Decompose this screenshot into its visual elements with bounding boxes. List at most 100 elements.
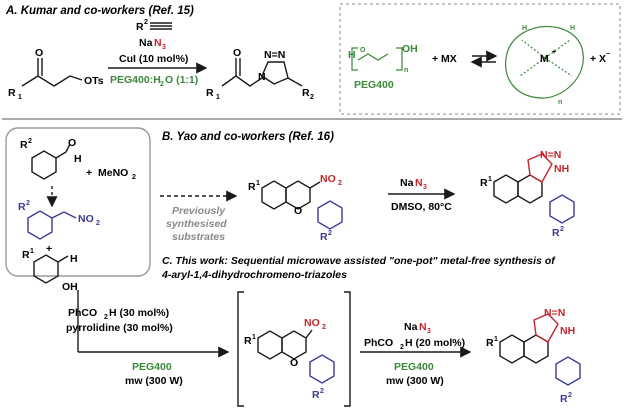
peg400-structure: H O n OH PEG400 (348, 43, 418, 91)
svg-text:synthesised: synthesised (166, 218, 227, 230)
svg-text:R: R (480, 177, 488, 189)
panel-a-nan3-na: Na (139, 37, 153, 49)
right-bracket (344, 291, 351, 407)
svg-text:2: 2 (28, 138, 32, 145)
svg-text:substrates: substrates (172, 231, 225, 243)
svg-text:+: + (86, 167, 92, 179)
svg-text:−: − (606, 51, 610, 58)
svg-text:H (30 mol%): H (30 mol%) (109, 307, 169, 319)
svg-text:2: 2 (400, 344, 404, 351)
svg-text:R: R (20, 139, 28, 151)
nitromethane-label: MeNO (98, 167, 128, 179)
svg-text:OH: OH (62, 281, 78, 293)
svg-text:2: 2 (96, 220, 100, 227)
start-r1-label: R (8, 87, 16, 99)
svg-text:OH: OH (402, 43, 418, 55)
panel-b-triazole-product: N=N NH R 1 R 2 (480, 149, 575, 239)
svg-text:N: N (415, 177, 423, 189)
svg-text:PEG400: PEG400 (394, 361, 434, 373)
svg-text:+: + (552, 49, 556, 56)
svg-text:mw (300 W): mw (300 W) (125, 375, 183, 387)
svg-text:2: 2 (26, 200, 30, 207)
svg-text:2: 2 (560, 226, 564, 233)
nitrostyrene: NO 2 R 2 (18, 200, 100, 240)
panel-b-nitrochromene: O NO 2 R 1 R 2 (248, 173, 343, 243)
left-bracket (237, 291, 244, 407)
svg-text:R: R (560, 393, 568, 405)
svg-text:3: 3 (427, 328, 431, 335)
panel-c-title-line2: 4-aryl-1,4-dihydrochromeno-triazoles (161, 269, 347, 281)
svg-text:2: 2 (338, 180, 342, 187)
panel-a-solvent-prefix: PEG400:H (110, 74, 161, 86)
crown-complex: H H M + n (504, 25, 584, 106)
svg-text:mw (300 W): mw (300 W) (386, 375, 444, 387)
panel-a-triazole-product: O R 1 N N=N R 2 (206, 47, 314, 101)
svg-text:1: 1 (30, 248, 34, 255)
panel-c-title-line1: C. This work: Sequential microwave assis… (162, 255, 556, 267)
svg-text:2: 2 (160, 81, 164, 88)
panel-c-chromeno-triazole-product: N=N NH R 1 R 2 (486, 307, 581, 405)
svg-text:2: 2 (320, 388, 324, 395)
svg-text:R: R (312, 389, 320, 401)
svg-text:1: 1 (256, 180, 260, 187)
svg-text:R: R (22, 249, 30, 261)
peg-crown-box (339, 3, 621, 115)
svg-text:n: n (558, 99, 562, 106)
peg400-label: PEG400 (354, 79, 394, 91)
panel-a-solvent-mid: O (1:1) (165, 74, 198, 86)
svg-text:1: 1 (494, 336, 498, 343)
svg-text:N=N: N=N (264, 49, 285, 61)
svg-text:N: N (419, 321, 427, 333)
svg-text:R: R (136, 21, 144, 33)
svg-text:3: 3 (162, 44, 166, 51)
svg-text:H: H (74, 153, 82, 165)
svg-text:2: 2 (328, 230, 332, 237)
svg-text:O: O (68, 137, 76, 149)
svg-text:R: R (302, 87, 310, 99)
svg-text:3: 3 (423, 184, 427, 191)
panel-b-title: B. Yao and co-workers (Ref. 16) (162, 131, 334, 143)
svg-text:O: O (290, 357, 298, 369)
plus-mx: + MX (432, 53, 457, 65)
svg-text:O: O (233, 47, 241, 59)
svg-text:NH: NH (560, 325, 575, 337)
panel-a-catalyst: CuI (10 mol%) (119, 53, 188, 65)
svg-text:NO: NO (320, 173, 336, 185)
svg-text:N=N: N=N (540, 149, 561, 161)
svg-text:NH: NH (554, 163, 569, 175)
svg-text:R: R (244, 335, 252, 347)
panel-a-nan3-n: N (154, 37, 162, 49)
svg-text:O: O (360, 47, 366, 54)
svg-text:R: R (248, 181, 256, 193)
svg-text:2: 2 (144, 19, 148, 26)
svg-text:R: R (206, 87, 214, 99)
svg-text:DMSO, 80°C: DMSO, 80°C (391, 201, 452, 213)
left-substrates-box (5, 127, 151, 277)
svg-text:+: + (46, 243, 52, 255)
svg-text:H: H (70, 253, 78, 265)
svg-text:2: 2 (568, 392, 572, 399)
svg-text:H (20 mol%): H (20 mol%) (405, 337, 465, 349)
svg-text:1: 1 (216, 94, 220, 101)
svg-text:PEG400: PEG400 (132, 361, 172, 373)
crown-metal: M (540, 53, 549, 65)
svg-text:O: O (294, 205, 302, 217)
svg-text:Na: Na (400, 177, 414, 189)
plus-x: + X (590, 53, 606, 65)
svg-text:N=N: N=N (544, 307, 565, 319)
svg-text:n: n (404, 67, 408, 74)
svg-text:NO: NO (304, 317, 320, 329)
svg-text:PhCO: PhCO (364, 337, 393, 349)
panel-a-start-ketone: O R 1 OTs (8, 47, 104, 101)
svg-text:R: R (552, 227, 560, 239)
svg-text:H: H (522, 25, 527, 32)
svg-text:NO: NO (78, 213, 94, 225)
panel-a-alkyne-reagent: R 2 (136, 19, 172, 33)
svg-text:R: R (486, 337, 494, 349)
salicylaldehyde-r1: H OH R 1 (22, 248, 78, 293)
svg-text:2: 2 (310, 94, 314, 101)
svg-text:1: 1 (18, 94, 22, 101)
svg-text:R: R (320, 231, 328, 243)
